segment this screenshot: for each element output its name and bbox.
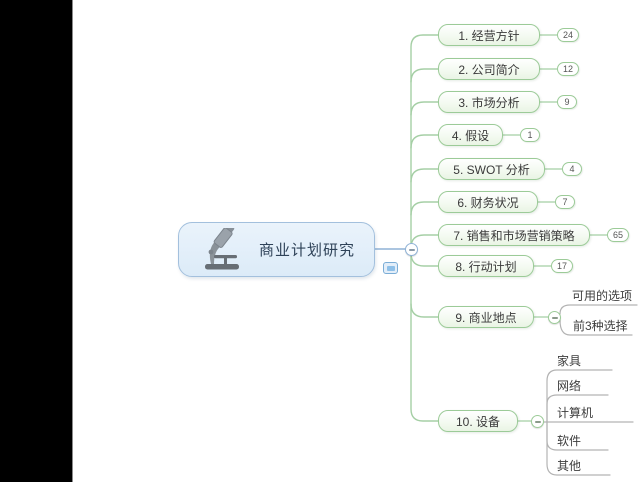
sub-topic[interactable]: 家具: [557, 354, 582, 368]
count-badge-value: 65: [613, 230, 624, 240]
sub-topic[interactable]: 网络: [557, 379, 582, 393]
count-badge: 7: [555, 195, 575, 209]
sub-topic[interactable]: 其他: [557, 459, 582, 473]
count-badge-value: 12: [563, 64, 574, 74]
main-topic-label: 1. 经营方针: [458, 28, 520, 43]
count-badge: 17: [551, 259, 574, 273]
central-topic-label: 商业计划研究: [259, 242, 356, 259]
count-badge-value: 9: [564, 97, 570, 107]
main-topic-label: 10. 设备: [455, 414, 501, 429]
microscope-icon: [205, 227, 239, 269]
count-badge: 4: [562, 162, 582, 176]
count-badge: 24: [557, 28, 580, 42]
sub-topic[interactable]: 可用的选项: [572, 289, 633, 303]
main-topic[interactable]: 2. 公司简介: [438, 58, 540, 80]
main-topic[interactable]: 1. 经营方针: [438, 24, 540, 46]
main-topic-label: 2. 公司简介: [458, 62, 520, 77]
screen-marker-icon[interactable]: [383, 262, 398, 274]
sub-topic[interactable]: 软件: [557, 434, 582, 448]
topic-collapse-button[interactable]: [548, 311, 561, 324]
left-black-panel: [0, 0, 73, 482]
minus-icon: [408, 248, 415, 251]
count-badge: 65: [607, 228, 630, 242]
count-badge-value: 4: [569, 164, 575, 174]
main-topic[interactable]: 5. SWOT 分析: [438, 158, 545, 180]
sub-topic[interactable]: 前3种选择: [573, 319, 628, 333]
main-topic-label: 7. 销售和市场营销策略: [453, 228, 575, 243]
central-topic[interactable]: 商业计划研究: [178, 222, 375, 277]
screen-marker-inner: [386, 265, 395, 271]
main-topic[interactable]: 4. 假设: [438, 124, 503, 146]
count-badge-value: 7: [562, 197, 568, 207]
count-badge: 1: [520, 128, 540, 142]
main-topic[interactable]: 3. 市场分析: [438, 91, 540, 113]
main-topic-label: 3. 市场分析: [458, 95, 520, 110]
count-badge: 12: [557, 62, 580, 76]
main-topic[interactable]: 9. 商业地点: [438, 306, 534, 328]
minus-icon: [551, 316, 558, 319]
main-topic-label: 5. SWOT 分析: [453, 162, 530, 177]
minus-icon: [534, 420, 541, 423]
topic-collapse-button[interactable]: [531, 415, 544, 428]
main-topic-label: 9. 商业地点: [455, 310, 517, 325]
main-topic[interactable]: 6. 财务状况: [438, 191, 538, 213]
main-topic[interactable]: 8. 行动计划: [438, 255, 534, 277]
main-topic-label: 8. 行动计划: [455, 259, 517, 274]
count-badge-value: 17: [557, 261, 568, 271]
root-collapse-button[interactable]: [405, 243, 418, 256]
count-badge-value: 1: [527, 130, 533, 140]
sub-topic[interactable]: 计算机: [557, 406, 594, 420]
count-badge: 9: [557, 95, 577, 109]
main-topic[interactable]: 7. 销售和市场营销策略: [438, 224, 590, 246]
count-badge-value: 24: [563, 30, 574, 40]
main-topic[interactable]: 10. 设备: [438, 410, 518, 432]
main-topic-label: 4. 假设: [451, 128, 490, 143]
main-topic-label: 6. 财务状况: [457, 195, 519, 210]
